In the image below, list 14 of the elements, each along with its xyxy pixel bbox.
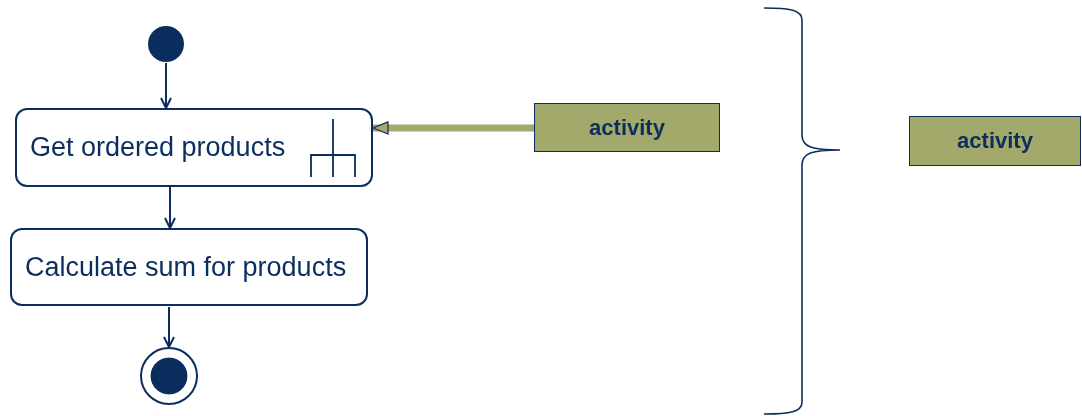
action-box — [10, 228, 368, 306]
block-arrow — [372, 121, 534, 135]
start-node — [148, 26, 184, 62]
activity-box — [534, 103, 720, 152]
action-label: Get ordered products — [30, 132, 286, 163]
activity-box — [909, 116, 1081, 166]
activity-label: activity — [589, 114, 665, 141]
action-box — [15, 108, 373, 187]
activity-label: activity — [957, 128, 1033, 154]
arrow — [163, 306, 175, 348]
action-label: Calculate sum for products — [25, 251, 347, 283]
arrow — [164, 186, 176, 229]
end-node — [140, 347, 198, 405]
arrow — [160, 62, 172, 109]
